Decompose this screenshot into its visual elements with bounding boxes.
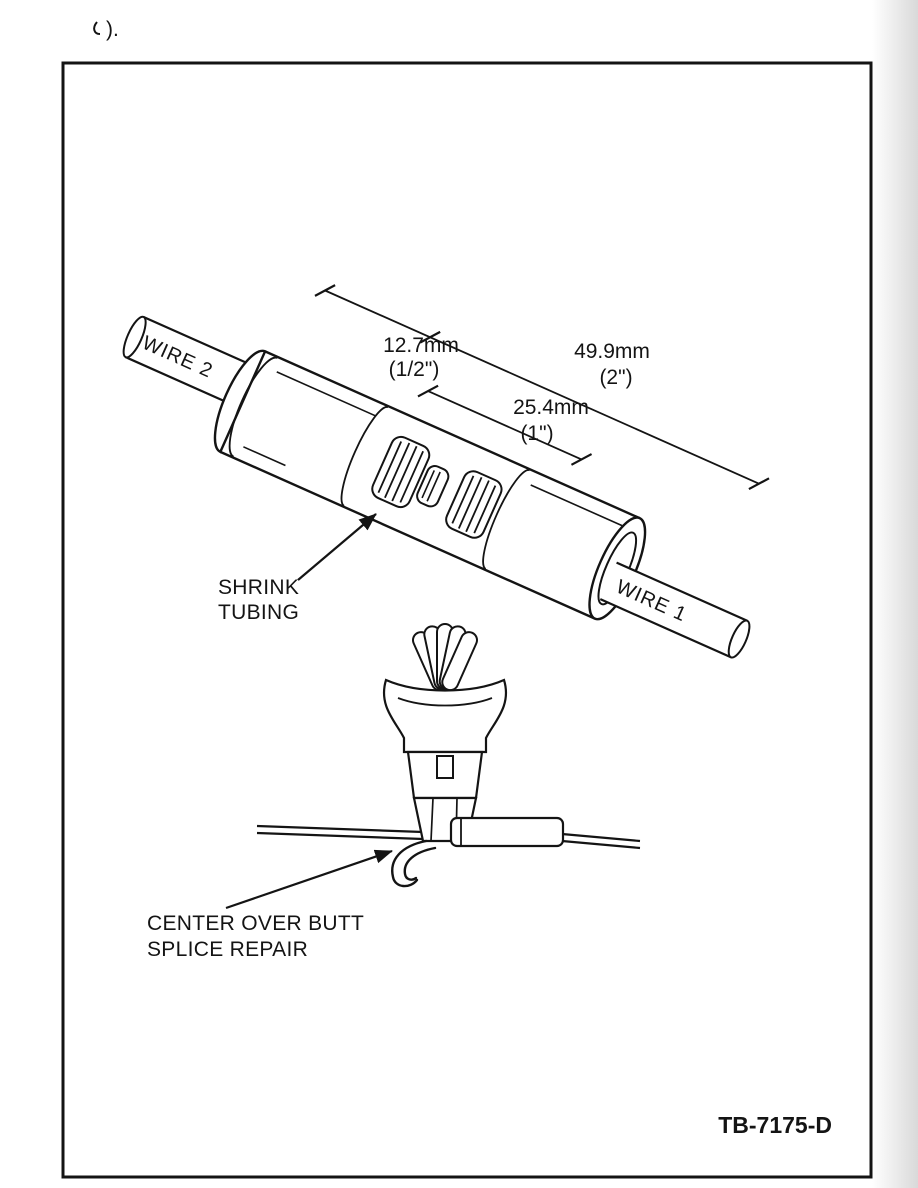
- wire-1: WIRE 1: [599, 561, 751, 659]
- tube-left-cap-inner: [228, 356, 278, 458]
- center-callout-line2: SPLICE REPAIR: [147, 938, 308, 961]
- crimp-band-right: [445, 470, 503, 539]
- cropped-character-fragment: [93, 21, 101, 35]
- splice-tube-illustration: WIRE 2 WIRE 1: [122, 284, 770, 659]
- cropped-page-text: ).: [106, 18, 119, 41]
- shrink-tubing-label-line2: TUBING: [218, 601, 299, 624]
- center-callout-arrow: [225, 849, 393, 910]
- dimension-ticks-overall: [314, 284, 770, 491]
- wire-2-end-cap: [122, 315, 147, 359]
- butt-splice-connector: [371, 435, 503, 539]
- heat-gun-upper-body: [383, 678, 507, 754]
- shrink-tubing-label-line1: SHRINK: [218, 576, 299, 599]
- dim-half-inch-in: (1/2"): [389, 358, 440, 381]
- repair-wire: [256, 824, 641, 850]
- heat-gun-vents: [412, 623, 478, 692]
- shrink-tubing-arrow: [297, 513, 377, 581]
- tube-shading-lines: [243, 371, 623, 527]
- crimp-band-left-serrations: [377, 441, 424, 503]
- crimp-band-right-serrations: [451, 475, 497, 534]
- heat-gun-deflector: [391, 839, 437, 888]
- dim-half-inch-mm: 12.7mm: [383, 334, 459, 357]
- dimension-ticks-splice: [417, 384, 593, 466]
- heat-gun-switch: [436, 755, 454, 779]
- tube-outline: [219, 350, 641, 620]
- repair-wire-left: [256, 824, 452, 842]
- repair-wire-right: [561, 832, 641, 850]
- figure-border: [61, 61, 873, 1179]
- splice-center-stop: [416, 465, 450, 508]
- center-callout-line1: CENTER OVER BUTT: [147, 912, 364, 935]
- tube-left-cap: [213, 349, 267, 454]
- splice-center-serrations: [421, 470, 441, 502]
- dim-one-inch-mm: 25.4mm: [513, 396, 589, 419]
- dim-one-inch-in: (1"): [520, 422, 553, 445]
- wire-1-end-cap: [727, 619, 751, 659]
- dimension-line-splice: [417, 384, 593, 466]
- crimp-band-left: [371, 435, 431, 509]
- heat-gun: [383, 623, 507, 843]
- dimension-line-overall: [314, 284, 770, 491]
- figure-code: TB-7175-D: [718, 1112, 832, 1138]
- tube-section-arcs: [340, 406, 530, 570]
- dim-two-inch-in: (2"): [599, 366, 632, 389]
- splice-repair-tube: [449, 816, 565, 848]
- dim-two-inch-mm: 49.9mm: [574, 340, 650, 363]
- heat-gun-body-seam: [397, 697, 493, 707]
